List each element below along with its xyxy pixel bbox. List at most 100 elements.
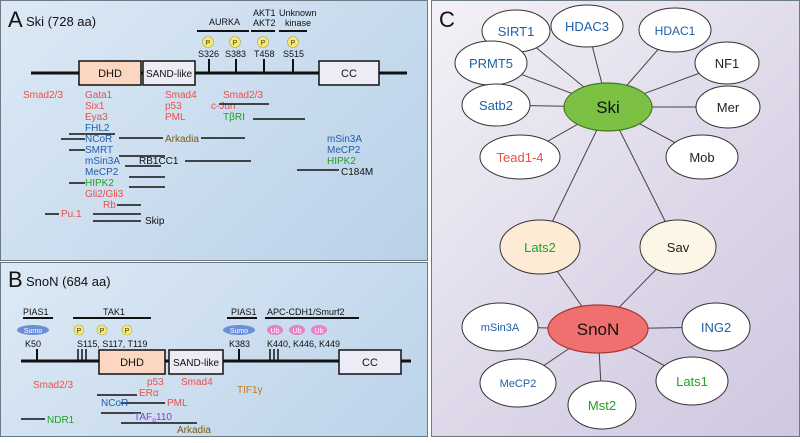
site-s326: S326	[198, 49, 219, 59]
partner-cjun: c-Jun	[211, 101, 235, 112]
snon-partner-taf: TAFII110	[134, 412, 172, 425]
snon-partner-smad4: Smad4	[181, 377, 213, 388]
site-s383: S383	[225, 49, 246, 59]
partner-mecp2: MeCP2	[85, 167, 119, 178]
partner-gli: Gli2/Gli3	[85, 189, 124, 200]
node-lats1: Lats1	[655, 356, 729, 406]
modifier-pias1-b: PIAS1	[231, 307, 257, 317]
partner-pu1: Pu.1	[61, 209, 82, 220]
ski-sand-domain	[142, 60, 196, 86]
kinase-aurka-label: AURKA	[209, 17, 240, 27]
sumo-badge-k383: Sumo	[223, 325, 255, 335]
sumo-badge-k50: Sumo	[17, 325, 49, 335]
ub-badge-k449: Ub	[311, 325, 327, 335]
modifier-pias1-a: PIAS1	[23, 307, 49, 317]
panel-c-network: C SIRT1 HDAC3 HDAC1 PRMT5 NF1 Satb2 Mer …	[439, 4, 761, 430]
modifier-tak1: TAK1	[103, 307, 125, 317]
partner-hipk2-2: HIPK2	[327, 156, 356, 167]
site-k50: K50	[25, 339, 41, 349]
modifier-apc: APC-CDH1/Smurf2	[267, 307, 345, 317]
svg-text:PRMT5: PRMT5	[469, 56, 513, 71]
snon-partner-ndr1: NDR1	[47, 415, 75, 426]
partner-rb1cc1: RB1CC1	[139, 156, 179, 167]
phospho-badge-s515: P	[287, 36, 299, 48]
svg-text:P: P	[261, 40, 266, 47]
svg-text:P: P	[100, 328, 105, 335]
svg-text:HDAC1: HDAC1	[655, 24, 696, 38]
partner-hipk2: HIPK2	[85, 178, 114, 189]
site-stt: S115, S117, T119	[77, 339, 147, 349]
kinase-akt2-label: AKT2	[253, 18, 276, 28]
snon-partner-smad23: Smad2/3	[33, 380, 73, 391]
phospho-badge-s117: P	[96, 324, 108, 336]
partner-eya3: Eya3	[85, 112, 108, 123]
svg-text:NF1: NF1	[715, 56, 740, 71]
panel-b-letter: B	[8, 267, 23, 292]
svg-text:Lats1: Lats1	[676, 374, 708, 389]
phospho-badge-s383: P	[229, 36, 241, 48]
phospho-badge-t119: P	[121, 324, 133, 336]
snon-partner-pml: PML	[167, 398, 188, 409]
partner-msin3a: mSin3A	[85, 156, 120, 167]
svg-text:mSin3A: mSin3A	[481, 322, 520, 334]
snon-partner-era: ERα	[139, 388, 159, 399]
snon-cc-label: CC	[362, 357, 378, 369]
partner-msin3a-2: mSin3A	[327, 134, 362, 145]
snon-sand-label: SAND-like	[173, 358, 220, 369]
kinase-akt1-label: AKT1	[253, 8, 276, 18]
node-mecp2: MeCP2	[479, 358, 557, 408]
partner-fhl2: FHL2	[85, 123, 110, 134]
snon-dhd-domain	[98, 349, 166, 375]
kinase-unknown-label: Unknown	[279, 8, 317, 18]
partner-gata1: Gata1	[85, 90, 113, 101]
partner-arkadia: Arkadia	[165, 134, 199, 145]
snon-cc-domain	[338, 349, 402, 375]
node-prmt5: PRMT5	[454, 40, 528, 86]
node-hdac3: HDAC3	[550, 4, 624, 48]
panel-c-interaction-network: C SIRT1 HDAC3 HDAC1 PRMT5 NF1 Satb2 Mer …	[431, 0, 800, 437]
snon-partner-tif1g: TIF1γ	[237, 385, 263, 396]
panel-a-title: Ski (728 aa)	[26, 14, 96, 29]
panel-b-title: SnoN (684 aa)	[26, 274, 111, 289]
partner-tbri: TβRI	[223, 112, 245, 123]
svg-text:P: P	[233, 40, 238, 47]
partner-ncor: NCoR	[85, 134, 112, 145]
ub-badge-k440: Ub	[267, 325, 283, 335]
ski-cc-label: CC	[341, 68, 357, 80]
snon-partner-p53: p53	[147, 377, 164, 388]
snon-partner-arkadia: Arkadia	[177, 425, 211, 436]
partner-smad4: Smad4	[165, 90, 197, 101]
svg-text:P: P	[125, 328, 130, 335]
panel-a-diagram: A Ski (728 aa) AURKA AKT1 AKT2 Unknown k…	[8, 7, 407, 227]
snon-sand-domain	[168, 349, 224, 375]
hub-ski: Ski	[563, 82, 653, 132]
panel-b-snon-domains: B SnoN (684 aa) PIAS1 TAK1 PIAS1 APC-CDH…	[0, 262, 428, 437]
svg-text:SnoN: SnoN	[577, 320, 620, 339]
panel-b-diagram: B SnoN (684 aa) PIAS1 TAK1 PIAS1 APC-CDH…	[8, 267, 411, 436]
node-lats2: Lats2	[499, 219, 581, 275]
svg-text:P: P	[291, 40, 296, 47]
node-tead: Tead1-4	[479, 134, 561, 180]
svg-text:Ski: Ski	[596, 98, 620, 117]
site-k383: K383	[229, 339, 250, 349]
partner-skip: Skip	[145, 216, 165, 227]
phospho-badge-t458: P	[257, 36, 269, 48]
svg-text:Ub: Ub	[293, 328, 302, 335]
partner-rb: Rb	[103, 200, 116, 211]
ski-dhd-label: DHD	[98, 68, 122, 80]
site-kkk: K440, K446, K449	[267, 339, 340, 349]
svg-text:TAFII110: TAFII110	[134, 412, 172, 425]
snon-dhd-label: DHD	[120, 357, 144, 369]
svg-text:Satb2: Satb2	[479, 98, 513, 113]
node-sav: Sav	[639, 219, 717, 275]
kinase-kinase-label: kinase	[285, 18, 311, 28]
svg-text:Ub: Ub	[315, 328, 324, 335]
svg-text:Lats2: Lats2	[524, 240, 556, 255]
svg-text:Ub: Ub	[271, 328, 280, 335]
svg-text:ING2: ING2	[701, 320, 731, 335]
ski-dhd-domain	[78, 60, 142, 86]
partner-mecp2-2: MeCP2	[327, 145, 361, 156]
svg-text:P: P	[206, 40, 211, 47]
partner-smad23-b: Smad2/3	[223, 90, 263, 101]
ski-sand-label: SAND-like	[146, 69, 193, 80]
